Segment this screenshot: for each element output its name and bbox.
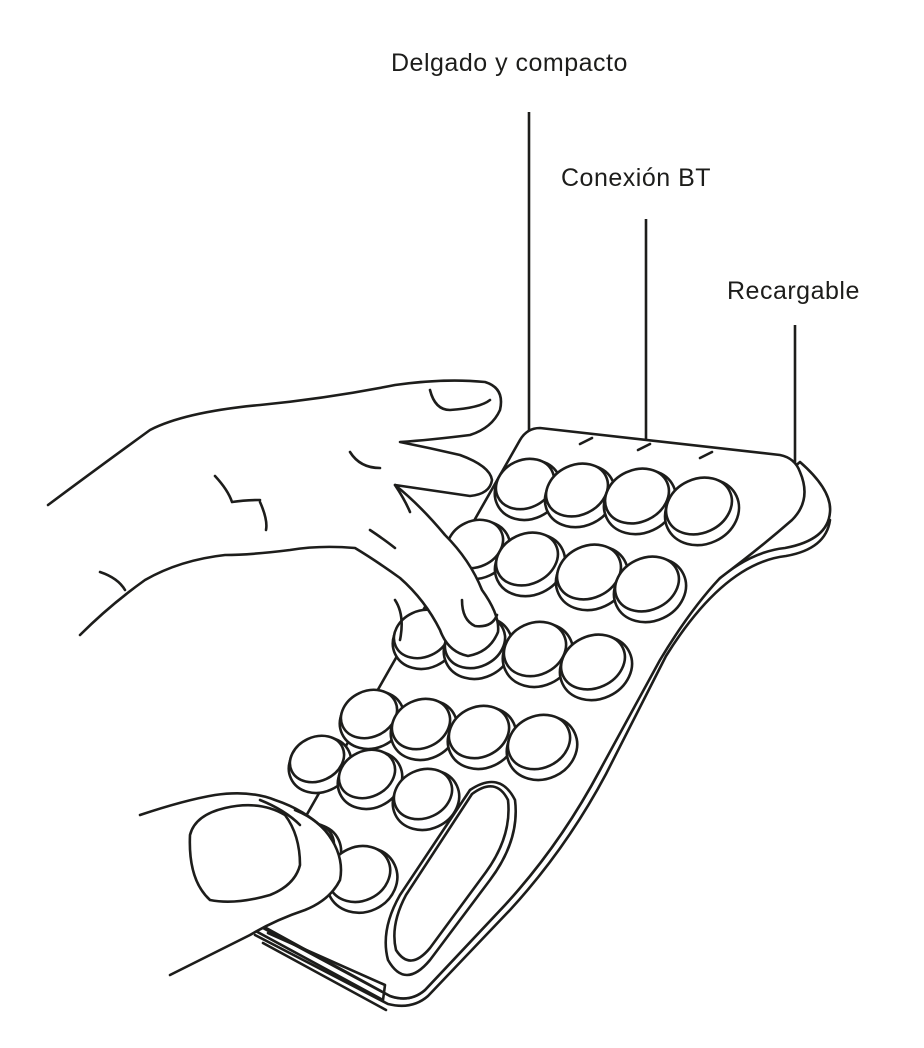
callout-bluetooth-label: Conexión BT bbox=[561, 164, 712, 192]
finger-crease-6 bbox=[368, 528, 397, 550]
led-slot-3 bbox=[698, 450, 714, 460]
keypad-front-lip bbox=[248, 926, 387, 1002]
keypad-edge-line-2 bbox=[261, 941, 388, 1012]
key bbox=[663, 476, 741, 547]
thumb-nail bbox=[188, 803, 302, 903]
thumb-crease bbox=[258, 798, 334, 842]
keypad-edge-line-1 bbox=[253, 518, 832, 1008]
key bbox=[543, 462, 617, 529]
key bbox=[501, 620, 575, 689]
key-enter bbox=[384, 780, 517, 977]
hand-right bbox=[46, 379, 503, 658]
key bbox=[558, 633, 634, 702]
key bbox=[391, 767, 461, 832]
key bbox=[338, 688, 406, 751]
callout-thin-compact-label: Delgado y compacto bbox=[391, 49, 628, 77]
key bbox=[612, 555, 688, 624]
key bbox=[602, 467, 678, 536]
key bbox=[389, 697, 459, 762]
finger-nail-index bbox=[428, 388, 492, 412]
key bbox=[325, 844, 399, 915]
led-slot-1 bbox=[578, 436, 594, 446]
status-leds bbox=[578, 436, 714, 460]
key bbox=[336, 748, 404, 811]
finger-crease-1 bbox=[348, 450, 382, 470]
finger-under-keys bbox=[393, 598, 403, 642]
finger-crease-4 bbox=[98, 570, 127, 592]
finger-crease-2 bbox=[213, 474, 262, 504]
hand-right-outline bbox=[46, 379, 503, 658]
finger-crease-3 bbox=[258, 500, 268, 532]
led-slot-2 bbox=[636, 442, 652, 452]
key bbox=[493, 531, 567, 598]
key bbox=[287, 734, 353, 795]
key bbox=[505, 713, 579, 782]
finger-nail-pointing bbox=[460, 598, 499, 628]
hand-left-thumb bbox=[138, 792, 343, 977]
finger-crease-5 bbox=[393, 483, 412, 514]
key bbox=[554, 543, 630, 612]
callout-rechargeable-label: Recargable bbox=[727, 277, 860, 305]
key bbox=[446, 704, 518, 771]
